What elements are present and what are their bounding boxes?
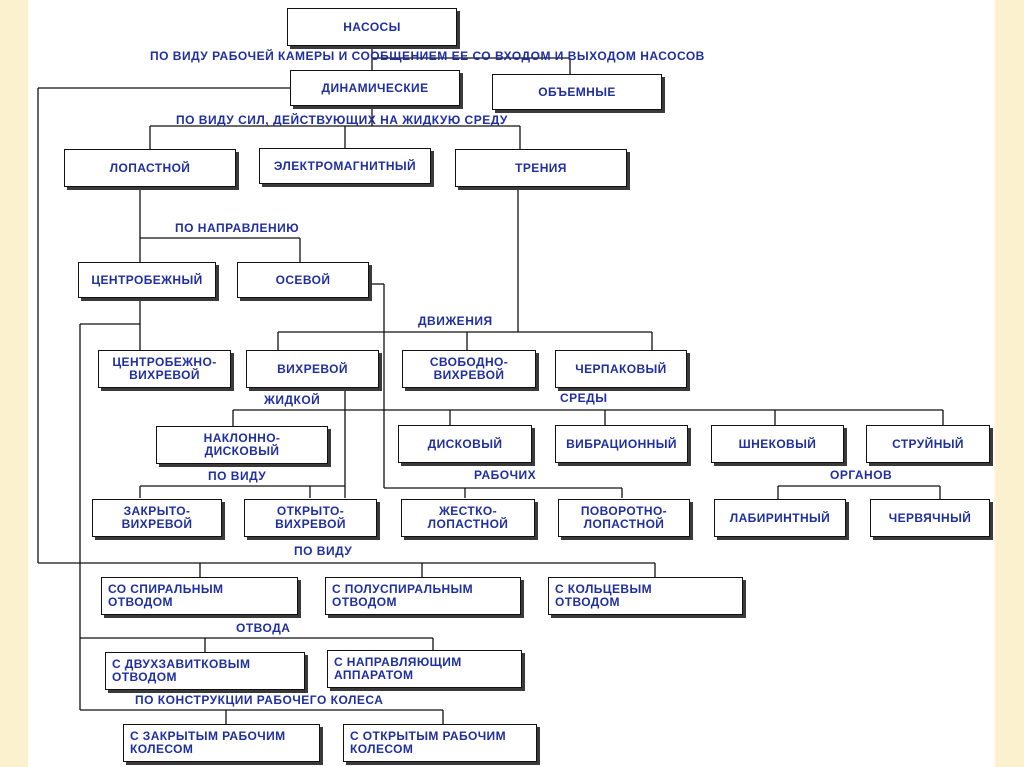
box-otkryto-vikhrevoy: ОТКРЫТО- ВИХРЕВОЙ xyxy=(244,499,377,537)
box-naklonno-diskovy: НАКЛОННО- ДИСКОВЫЙ xyxy=(156,426,328,464)
box-treniya: ТРЕНИЯ xyxy=(455,149,627,187)
box-s-napravlyayushchim: С НАПРАВЛЯЮЩИМ АППАРАТОМ xyxy=(327,650,522,688)
box-s-koltsevym: С КОЛЬЦЕВЫМ ОТВОДОМ xyxy=(548,577,743,615)
box-dinamicheskie: ДИНАМИЧЕСКИЕ xyxy=(290,70,460,106)
box-vibratsionny: ВИБРАЦИОННЫЙ xyxy=(555,425,688,463)
box-cherpakovy: ЧЕРПАКОВЫЙ xyxy=(555,350,687,388)
box-zakryto-vikhrevoy: ЗАКРЫТО- ВИХРЕВОЙ xyxy=(92,499,222,537)
box-lopastnoy: ЛОПАСТНОЙ xyxy=(64,149,236,187)
label-po-napravleniyu: ПО НАПРАВЛЕНИЮ xyxy=(175,221,300,235)
box-chervyachny: ЧЕРВЯЧНЫЙ xyxy=(870,499,990,537)
box-vikhrevoy: ВИХРЕВОЙ xyxy=(246,350,379,388)
label-po-vidu-1: ПО ВИДУ xyxy=(208,469,267,483)
label-po-konstruktsii: ПО КОНСТРУКЦИИ РАБОЧЕГО КОЛЕСА xyxy=(135,693,384,707)
box-svobodno-vikhrevoy: СВОБОДНО- ВИХРЕВОЙ xyxy=(402,350,536,388)
box-tsentrobezhny: ЦЕНТРОБЕЖНЫЙ xyxy=(78,262,216,298)
label-sredy: СРЕДЫ xyxy=(560,391,608,405)
label-rabochikh: РАБОЧИХ xyxy=(474,468,537,482)
label-zhidkoy: ЖИДКОЙ xyxy=(264,393,321,407)
label-otvoda: ОТВОДА xyxy=(236,621,291,635)
label-po-vidu-2: ПО ВИДУ xyxy=(294,544,353,558)
left-margin-stripe xyxy=(0,0,28,767)
box-zhestko-lopastnoy: ЖЕСТКО- ЛОПАСТНОЙ xyxy=(401,499,535,537)
box-shnekovy: ШНЕКОВЫЙ xyxy=(711,425,844,463)
box-diskovy: ДИСКОВЫЙ xyxy=(398,425,532,463)
box-labirintny: ЛАБИРИНТНЫЙ xyxy=(714,499,846,537)
box-struyny: СТРУЙНЫЙ xyxy=(866,425,990,463)
box-s-dvukhzavitkovym: С ДВУХЗАВИТКОВЫМ ОТВОДОМ xyxy=(105,652,305,690)
right-margin-stripe xyxy=(996,0,1024,767)
label-po-vidu-kamery: ПО ВИДУ РАБОЧЕЙ КАМЕРЫ И СООБЩЕНИЕМ ЕЕ С… xyxy=(150,49,705,63)
label-dvizheniya: ДВИЖЕНИЯ xyxy=(418,314,493,328)
box-tsentrobezhno-vikhrevoy: ЦЕНТРОБЕЖНО- ВИХРЕВОЙ xyxy=(98,350,231,388)
box-so-spiralnym: СО СПИРАЛЬНЫМ ОТВОДОМ xyxy=(101,577,298,615)
label-organov: ОРГАНОВ xyxy=(830,468,893,482)
box-elektromagnitny: ЭЛЕКТРОМАГНИТНЫЙ xyxy=(259,148,431,184)
box-povorotno-lopastnoy: ПОВОРОТНО- ЛОПАСТНОЙ xyxy=(558,499,690,537)
box-osevoy: ОСЕВОЙ xyxy=(237,262,369,298)
box-s-otkrytym: С ОТКРЫТЫМ РАБОЧИМ КОЛЕСОМ xyxy=(343,724,537,762)
box-obemnye: ОБЪЕМНЫЕ xyxy=(492,74,662,110)
box-s-poluspiralnym: С ПОЛУСПИРАЛЬНЫМ ОТВОДОМ xyxy=(325,577,521,615)
label-po-vidu-sil: ПО ВИДУ СИЛ, ДЕЙСТВУЮЩИХ НА ЖИДКУЮ СРЕДУ xyxy=(176,113,508,127)
box-nasosy: НАСОСЫ xyxy=(287,8,457,46)
box-s-zakrytym: С ЗАКРЫТЫМ РАБОЧИМ КОЛЕСОМ xyxy=(123,724,320,762)
